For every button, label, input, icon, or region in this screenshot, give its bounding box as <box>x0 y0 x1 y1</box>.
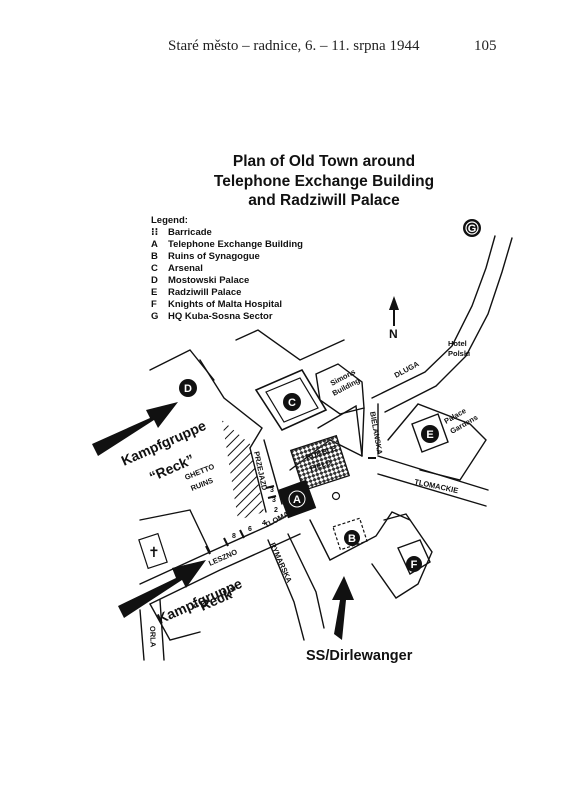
attack-arrow-north-icon <box>92 402 178 456</box>
tlomackie-south-edge <box>377 473 487 507</box>
legend-key-1: ⁝⁝ <box>151 227 158 238</box>
svg-text:A: A <box>293 494 301 506</box>
marker-c: C <box>283 393 301 411</box>
legend-key-8: G <box>151 311 158 322</box>
house-number-6: 6 <box>248 526 252 533</box>
street-label-rymarska: RYMARSKA <box>268 541 294 585</box>
orla-east-edge <box>159 599 165 661</box>
north-arrow-icon <box>389 296 399 310</box>
radziwill-palace <box>411 413 449 453</box>
map-title-line-2: Telephone Exchange Building <box>214 173 434 190</box>
kampfgruppe-north-1: Kampfgruppe <box>119 417 209 469</box>
leszno-block-north <box>139 509 211 553</box>
svg-text:F: F <box>411 559 418 571</box>
legend-text-7: Knights of Malta Hospital <box>168 299 282 310</box>
hospital-building <box>397 539 431 576</box>
legend-text-6: Radziwill Palace <box>168 287 241 298</box>
street-label-orla: ORLA <box>148 626 158 648</box>
ss-dirlewanger-label: SS/Dirlewanger <box>306 648 413 664</box>
small-circle-icon <box>331 491 341 501</box>
dluga-street-north-edge <box>371 235 496 399</box>
legend-text-4: Arsenal <box>168 263 203 274</box>
house-number-8: 8 <box>232 533 236 540</box>
rymarska-west-edge <box>267 539 305 641</box>
legend-key-6: E <box>151 287 157 298</box>
barricades <box>205 457 376 555</box>
svg-text:D: D <box>184 383 192 395</box>
legend-key-7: F <box>151 299 157 310</box>
attack-arrow-south-icon <box>118 560 206 618</box>
d-block-west <box>149 349 215 381</box>
church-cross-icon: ✝ <box>148 544 160 560</box>
marker-f: F <box>406 556 422 572</box>
legend-heading: Legend: <box>151 215 188 226</box>
leszno-building <box>138 532 168 570</box>
d-block-edge <box>199 359 263 449</box>
dluga-street-south-edge <box>384 237 513 413</box>
ghetto-ruins-hatch <box>222 420 264 520</box>
legend-text-3: Ruins of Synagogue <box>168 251 260 262</box>
page-header: Staré město – radnice, 6. – 11. srpna 19… <box>0 38 566 58</box>
north-block-edge <box>235 329 345 361</box>
rubble-field <box>289 434 351 492</box>
svg-text:B: B <box>348 533 356 545</box>
southwest-block <box>149 603 201 641</box>
map-title-line-3: and Radziwill Palace <box>248 192 400 209</box>
rymarska-east-edge <box>287 533 325 629</box>
marker-d: D <box>179 379 197 397</box>
legend-text-8: HQ Kuba-Sosna Sector <box>168 311 273 322</box>
marker-b: B <box>344 530 360 546</box>
street-label-bielanska: BIELANSKA <box>368 411 385 456</box>
legend-key-4: C <box>151 263 158 274</box>
palace-block <box>387 403 487 481</box>
svg-text:C: C <box>288 397 296 409</box>
map-title-line-1: Plan of Old Town around <box>233 153 415 170</box>
arsenal-east-edge <box>317 404 363 457</box>
orla-west-edge <box>139 609 145 661</box>
north-arrow: N <box>389 296 399 341</box>
house-number-4: 4 <box>262 520 266 527</box>
street-label-leszno: LESZNO <box>207 547 239 568</box>
legend-text-1: Barricade <box>168 227 212 238</box>
legend-text-5: Mostowski Palace <box>168 275 249 286</box>
svg-text:G: G <box>468 223 477 235</box>
arsenal-building <box>254 368 328 432</box>
page-number: 105 <box>474 38 497 54</box>
marker-a: A <box>288 490 306 508</box>
leszno-south-edge <box>149 533 301 605</box>
hotel-polski-label-1: Hotel <box>448 339 467 348</box>
legend-key-3: B <box>151 251 158 262</box>
house-number-3b: 3 <box>272 497 276 504</box>
hotel-polski-label-2: Polski <box>448 349 470 358</box>
attack-arrow-dirlewanger-icon <box>332 576 354 640</box>
bielanska-west-edge <box>361 407 365 457</box>
house-number-2: 2 <box>274 507 278 514</box>
legend-key-2: A <box>151 239 158 250</box>
street-label-tlomackie-east: TLOMACKIE <box>414 477 459 495</box>
legend-key-5: D <box>151 275 158 286</box>
hospital-block <box>371 513 433 599</box>
svg-text:E: E <box>426 429 433 441</box>
marker-g: G <box>463 219 481 237</box>
house-number-3a: 3 <box>270 487 274 494</box>
synagogue-block <box>309 511 411 561</box>
running-title: Staré město – radnice, 6. – 11. srpna 19… <box>168 38 420 54</box>
marker-e: E <box>421 425 439 443</box>
north-label: N <box>389 327 398 341</box>
legend-text-2: Telephone Exchange Building <box>168 239 303 250</box>
street-outlines <box>139 235 513 661</box>
przejazd-east-edge <box>263 439 283 505</box>
legend: Legend: ⁝⁝ Barricade A Telephone Exchang… <box>151 215 303 322</box>
